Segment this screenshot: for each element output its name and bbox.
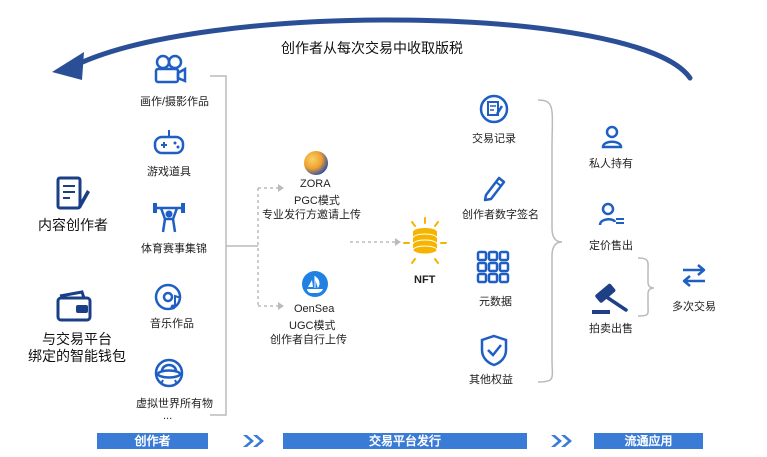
royalty-arc bbox=[67, 17, 693, 81]
gavel-icon bbox=[592, 283, 628, 314]
work-items-more: ... bbox=[163, 410, 173, 422]
oensea-name: OenSea bbox=[294, 303, 335, 315]
wallet-label-line2: 绑定的智能钱包 bbox=[28, 348, 126, 364]
work-item-sports: 体育赛事集锦 bbox=[141, 243, 207, 255]
music-disc-icon bbox=[154, 283, 182, 311]
royalty-arc-head bbox=[52, 52, 84, 80]
person-icon bbox=[601, 125, 623, 149]
attribute-digital-signature: 创作者数字签名 bbox=[462, 209, 539, 221]
exchange-arrows-icon bbox=[682, 264, 706, 287]
oensea-desc: 创作者自行上传 bbox=[270, 334, 347, 346]
work-item-music: 音乐作品 bbox=[150, 318, 194, 330]
nft-label: NFT bbox=[414, 274, 436, 286]
transaction-record-icon bbox=[479, 94, 509, 124]
signature-pen-icon bbox=[483, 176, 506, 202]
metadata-grid-icon bbox=[476, 250, 510, 284]
work-item-virtual: 虚拟世界所有物 bbox=[136, 398, 213, 410]
opensea-logo-icon bbox=[302, 271, 328, 297]
chevron-right-double-icon bbox=[551, 435, 572, 447]
stage-circulation-label: 流通应用 bbox=[624, 434, 673, 448]
royalty-arc-arrow bbox=[52, 17, 693, 81]
attribute-other-rights: 其他权益 bbox=[469, 374, 513, 386]
stage-platform-label: 交易平台发行 bbox=[368, 434, 441, 448]
zora-name: ZORA bbox=[300, 178, 331, 190]
nft-coins-icon bbox=[403, 217, 447, 264]
work-item-painting: 画作/摄影作品 bbox=[140, 96, 210, 108]
royalty-title: 创作者从每次交易中收取版税 bbox=[281, 40, 463, 56]
stage-creator-bar: 创作者 bbox=[97, 433, 208, 449]
chevron-right-double-icon bbox=[243, 435, 264, 447]
stage-creator-label: 创作者 bbox=[134, 434, 171, 448]
wallet-label-line1: 与交易平台 bbox=[42, 331, 112, 347]
gamepad-icon bbox=[153, 130, 185, 155]
multi-trade-label: 多次交易 bbox=[672, 301, 716, 313]
attribute-transaction-record: 交易记录 bbox=[472, 133, 516, 145]
circulation-auction: 拍卖出售 bbox=[589, 323, 633, 335]
zora-logo-icon bbox=[304, 151, 328, 175]
wallet-icon bbox=[56, 290, 92, 322]
weightlifter-icon bbox=[153, 203, 185, 233]
document-pen-icon bbox=[56, 176, 90, 210]
oensea-mode: UGC模式 bbox=[289, 320, 336, 332]
circulation-private: 私人持有 bbox=[589, 158, 633, 170]
person-price-icon bbox=[598, 202, 624, 226]
stage-platform-bar: 交易平台发行 bbox=[283, 433, 527, 449]
ufo-icon bbox=[154, 358, 184, 388]
attribute-metadata: 元数据 bbox=[479, 296, 512, 308]
shield-check-icon bbox=[480, 334, 508, 367]
zora-desc: 专业发行方邀请上传 bbox=[262, 209, 361, 221]
circulation-fixed-price: 定价售出 bbox=[589, 240, 633, 252]
camera-icon bbox=[154, 54, 187, 84]
stage-circulation-bar: 流通应用 bbox=[594, 433, 703, 449]
content-creator-label: 内容创作者 bbox=[38, 217, 108, 233]
work-item-game: 游戏道具 bbox=[147, 166, 191, 178]
zora-mode: PGC模式 bbox=[294, 195, 340, 207]
